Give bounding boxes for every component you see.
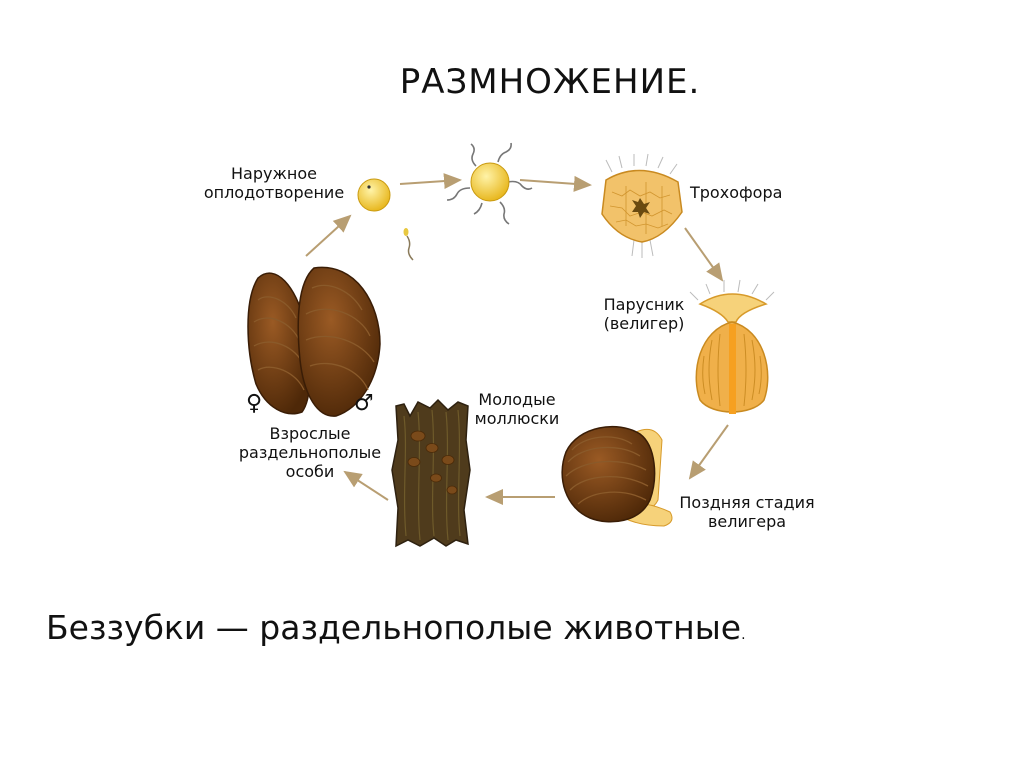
adult-shells (247, 266, 381, 417)
arrow-zygote-to-trochophore (519, 175, 592, 192)
label-trochophore: Трохофора (690, 183, 783, 202)
cycle-arrows (305, 173, 729, 505)
arrow-adults-to-egg (305, 214, 352, 257)
label-young-molluscs: Молодые моллюски (474, 390, 560, 428)
label-fertilization: Наружное оплодотворение (203, 164, 345, 202)
trochophore-larva (601, 153, 683, 258)
egg (357, 178, 391, 212)
young-molluscs-on-wood (391, 398, 471, 548)
label-late-veliger: Поздняя стадия велигера (679, 493, 815, 531)
late-veliger (561, 426, 673, 527)
label-veliger: Парусник (велигер) (603, 295, 685, 333)
caption-end: . (741, 627, 746, 643)
sperm (403, 228, 414, 261)
arrow-trochophore-to-veliger (684, 227, 724, 282)
arrow-egg-to-zygote (399, 173, 462, 190)
male-shell (297, 266, 381, 417)
page-title: РАЗМНОЖЕНИЕ. (399, 62, 701, 102)
arrow-veliger-to-late (688, 424, 729, 480)
male-symbol: ♂ (354, 391, 374, 416)
fertilized-egg (446, 142, 533, 225)
label-adults: Взрослые раздельнополые особи (238, 424, 382, 481)
female-symbol: ♀ (246, 391, 263, 416)
veliger-larva (689, 279, 775, 414)
caption-text: Беззубки — раздельнополые животные (46, 608, 742, 647)
caption: Беззубки — раздельнополые животные. (46, 608, 746, 647)
arrow-young-to-adults (343, 470, 389, 501)
